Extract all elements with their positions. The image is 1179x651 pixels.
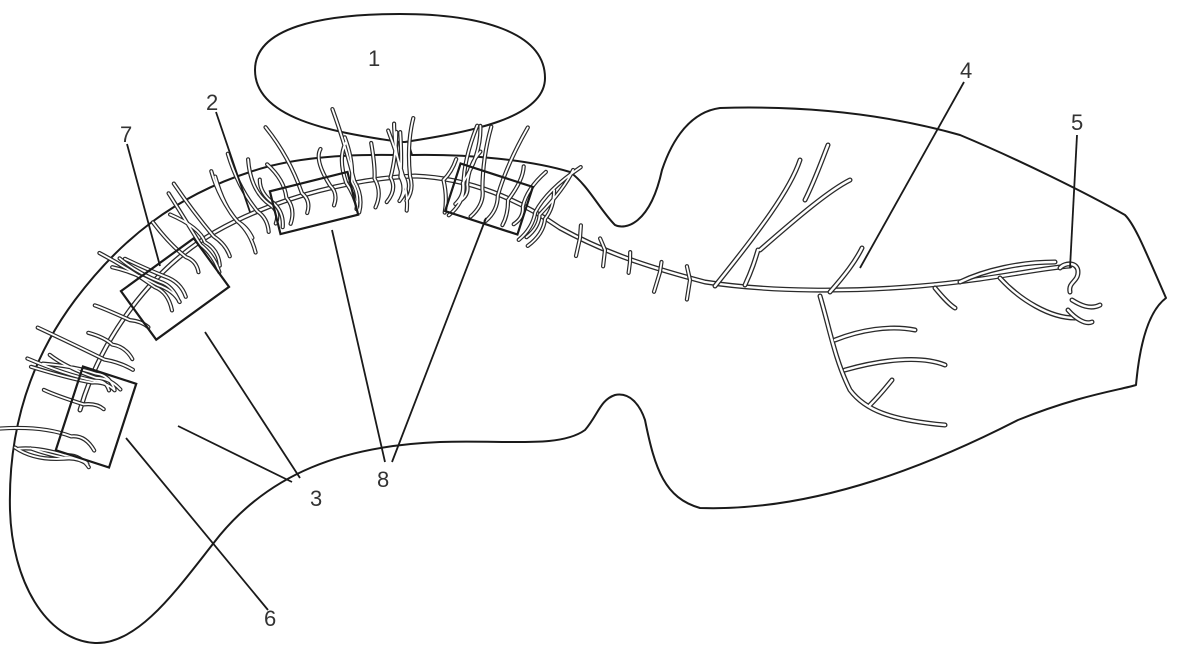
leader-3b [178, 426, 292, 482]
leader-7 [127, 144, 160, 266]
body-outline [10, 108, 1166, 643]
leader-5 [1070, 135, 1077, 268]
label-8: 8 [377, 467, 389, 492]
label-5: 5 [1071, 110, 1083, 135]
box-region-7 [121, 238, 229, 339]
leader-lines [126, 82, 1077, 610]
terminal-coil [1060, 264, 1100, 323]
label-3: 3 [310, 486, 322, 511]
leader-3a [205, 332, 300, 478]
right-branch-tubules [715, 145, 1075, 425]
leader-4 [860, 82, 964, 268]
label-4: 4 [960, 58, 972, 83]
label-6: 6 [264, 606, 276, 631]
label-2: 2 [206, 90, 218, 115]
label-1: 1 [368, 46, 380, 71]
label-7: 7 [120, 122, 132, 147]
leader-8a [332, 230, 385, 462]
upper-oval-organ [255, 14, 545, 142]
leader-8b [392, 218, 486, 462]
leader-6 [126, 438, 268, 610]
